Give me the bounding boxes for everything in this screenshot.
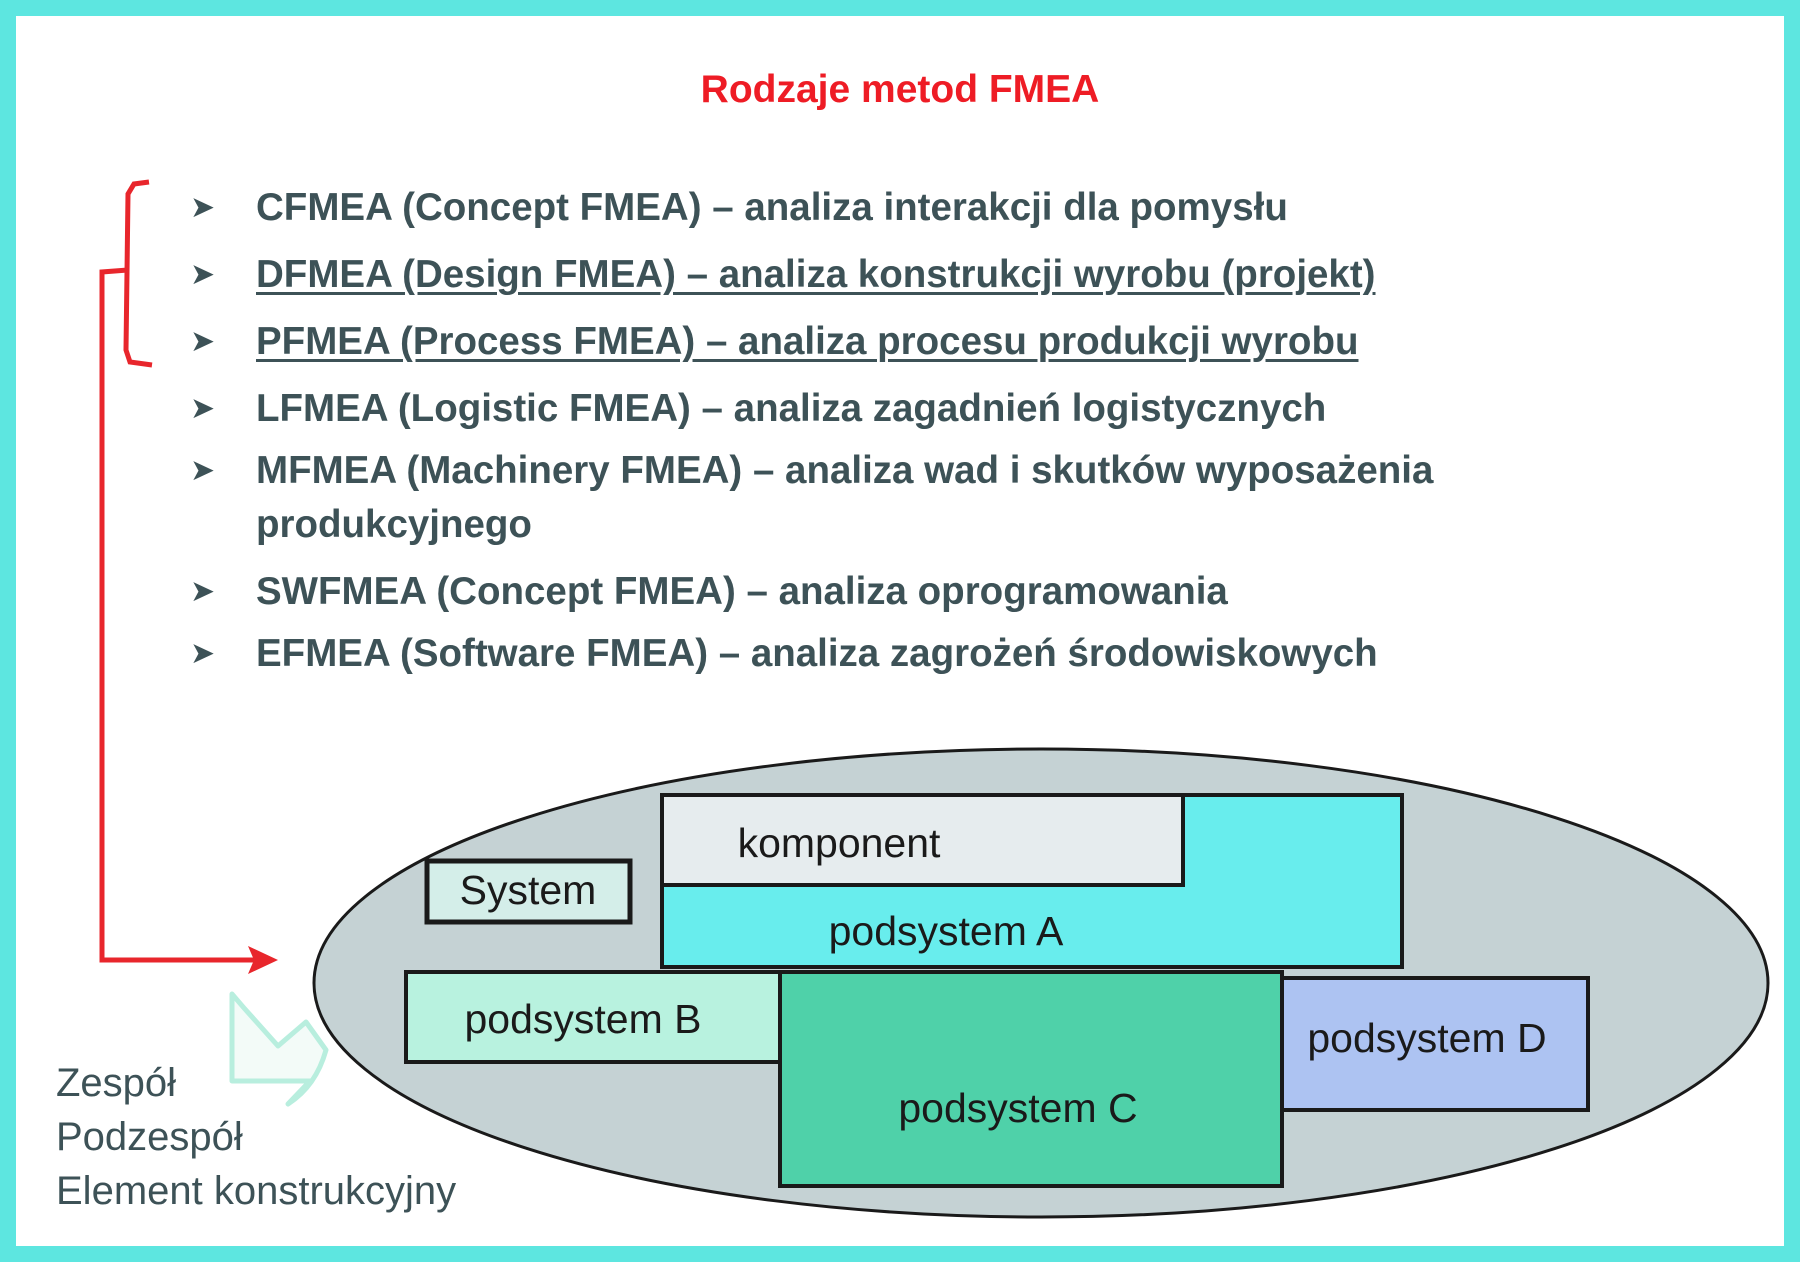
podsystem-b-label: podsystem B [465,996,702,1042]
bullet-arrow-icon: ➤ [190,392,216,425]
bullet-arrow-icon: ➤ [190,325,216,358]
page-title: Rodzaje metod FMEA [700,68,1100,111]
red-connector-line [99,267,256,963]
bullet-arrow-icon: ➤ [190,191,216,224]
podsystem-d-label: podsystem D [1307,1015,1546,1061]
podsystem-c-box [778,970,1284,1188]
hollow-arrow-outline-icon [229,991,329,1107]
red-bracket [123,179,153,368]
assembly-levels: Zespół Podzespół Element konstrukcyjny [56,1056,456,1218]
komponent-box [660,793,1185,887]
podsystem-b-box [404,970,782,1064]
podsystem-d-box [1280,976,1590,1112]
bullet-arrow-icon: ➤ [190,258,216,291]
bullet-arrow-icon: ➤ [190,575,216,608]
podsystem-a-label: podsystem A [829,908,1064,954]
system-label: System [460,867,597,913]
komponent-label: komponent [738,820,941,866]
podsystem-c-label: podsystem C [898,1085,1137,1131]
level-podzespol: Podzespół [56,1115,243,1159]
bullet-arrow-icon: ➤ [190,454,216,487]
system-box [424,858,633,925]
level-element: Element konstrukcyjny [56,1169,457,1213]
level-zespol: Zespół [56,1061,177,1105]
slide: Rodzaje metod FMEA komponent podsystem A… [16,16,1784,1246]
bullet-arrow-icon: ➤ [190,637,216,670]
red-arrowhead-icon [248,946,278,974]
fmea-diagram: komponent podsystem A System podsystem B… [99,179,1770,1219]
